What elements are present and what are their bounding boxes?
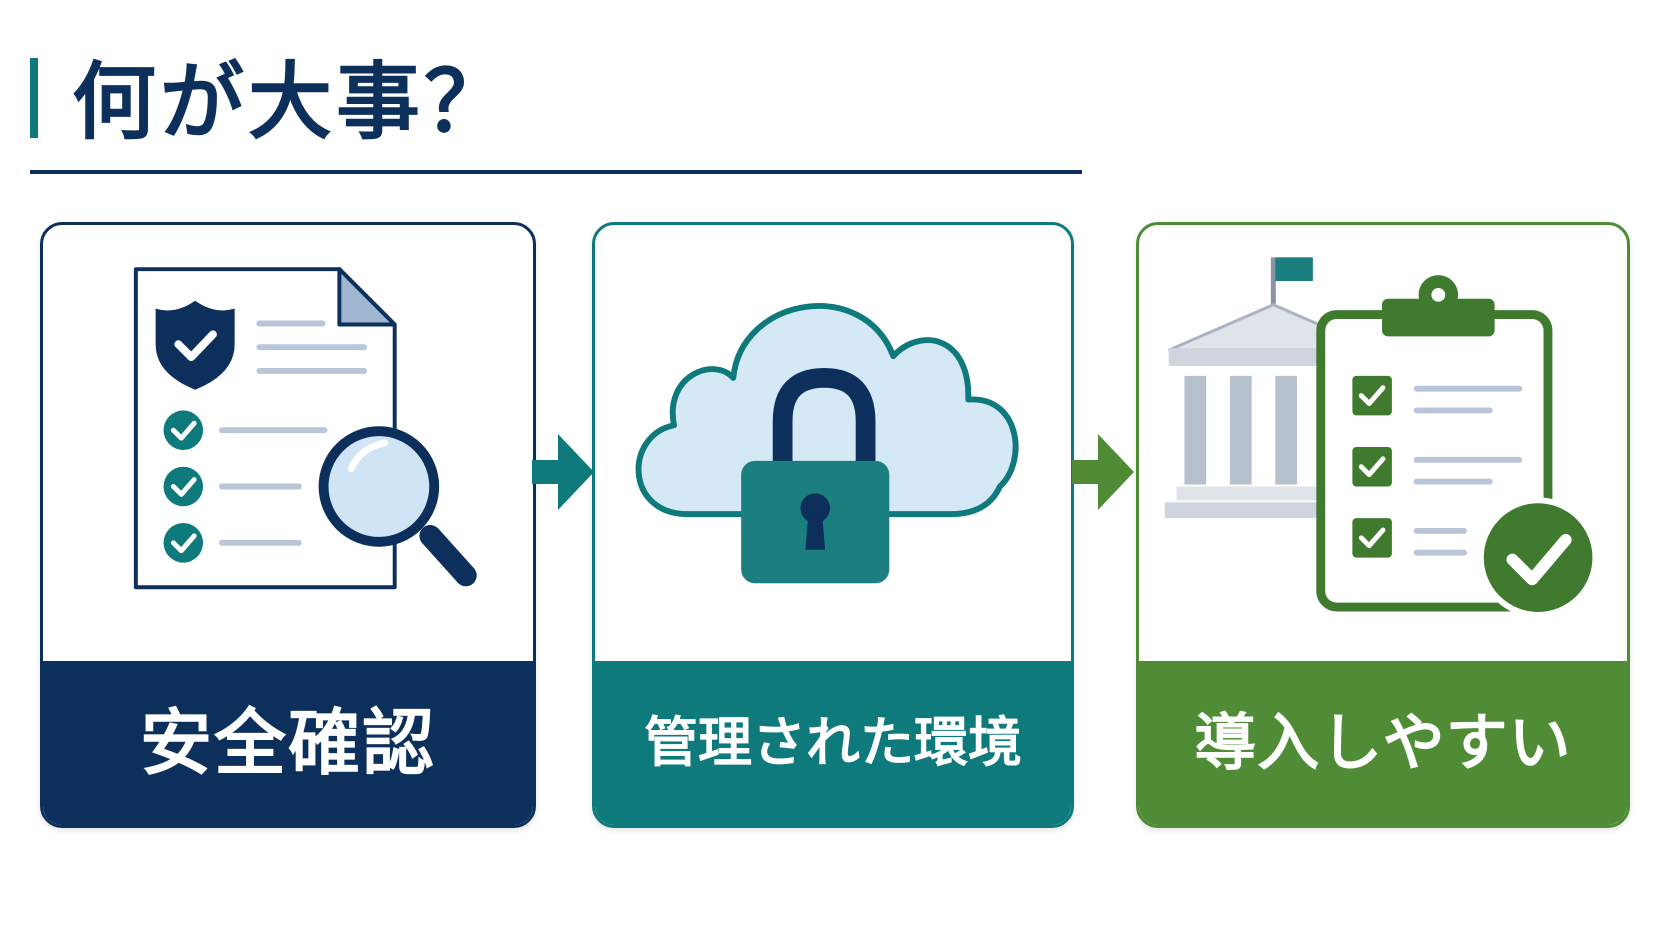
cloud-lock-icon xyxy=(635,303,1019,584)
title-accent-bar xyxy=(30,58,38,138)
page-title: 何が大事？ xyxy=(72,53,513,151)
document-shield-magnifier-icon xyxy=(133,267,477,590)
card-easy-adoption: 導入しやすい xyxy=(1136,222,1630,828)
header: 何が大事？ xyxy=(30,52,1082,176)
arrow-right-icon xyxy=(532,434,594,510)
check-circle-icon xyxy=(163,410,204,450)
magnifier-icon xyxy=(318,426,477,587)
card-managed-environment: 管理された環境 xyxy=(592,222,1074,828)
building-clipboard-check-icon xyxy=(1164,257,1599,618)
check-circle-icon xyxy=(163,523,204,563)
card-label: 安全確認 xyxy=(43,661,533,825)
card-label: 導入しやすい xyxy=(1139,661,1627,825)
check-circle-icon xyxy=(163,466,204,507)
card-label: 管理された環境 xyxy=(595,661,1071,825)
title-underline xyxy=(30,170,1082,174)
check-badge-icon xyxy=(1477,497,1599,618)
arrow-right-icon xyxy=(1072,434,1134,510)
card-safety-check: 安全確認 xyxy=(40,222,536,828)
